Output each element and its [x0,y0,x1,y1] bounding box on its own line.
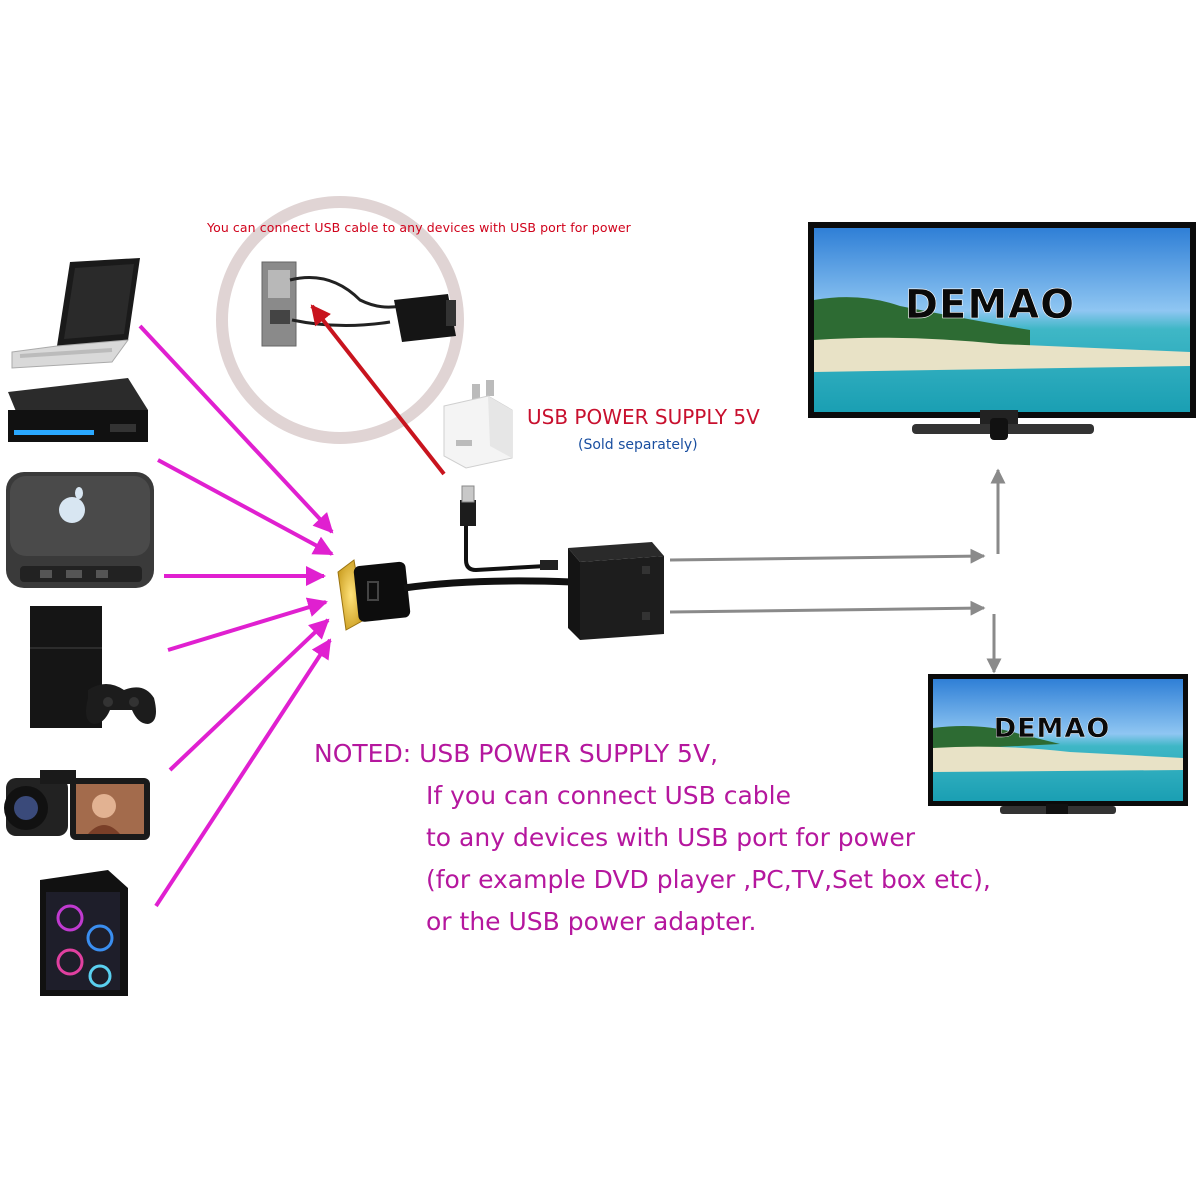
detail-magnifier [216,196,464,444]
output-arrow-top [669,548,986,564]
output-arrow-bottom [669,600,986,616]
gaming-pc-tower-icon [40,870,128,996]
hdmi-cable [403,577,573,592]
usb-power-tip: You can connect USB cable to any devices… [207,220,631,235]
arrow-pc [154,638,332,908]
arrow-dvd [157,458,334,556]
camcorder-icon [4,770,150,840]
arrow-camcorder [168,618,330,772]
note-line: NOTED: USB POWER SUPPLY 5V, [314,739,719,768]
dvd-player-icon [8,378,148,442]
converter-box [568,542,664,640]
usb-power-adapter-icon [443,380,513,469]
note-line: to any devices with USB port for power [426,823,916,852]
game-console-icon [30,606,156,728]
usb-cable [460,485,558,573]
hdmi-plug-icon [337,559,411,631]
power-supply-subtitle: (Sold separately) [578,437,698,453]
note-block: NOTED: USB POWER SUPPLY 5V, If you can c… [314,733,991,943]
apple-tv-box-icon [6,472,154,588]
tv-top [808,222,1196,440]
tv-top-brand: DEMAO [905,282,1075,328]
power-supply-title: USB POWER SUPPLY 5V [527,405,760,429]
output-arrows [669,468,1006,674]
arrow-console [167,597,328,652]
arrow-laptop [138,324,334,534]
source-arrows [138,324,334,908]
power-arrow [310,304,446,476]
tv-bottom [928,674,1188,814]
note-line: (for example DVD player ,PC,TV,Set box e… [426,865,991,894]
note-line: If you can connect USB cable [426,781,791,810]
tv-bottom-brand: DEMAO [994,713,1111,744]
laptop-icon [11,258,140,369]
note-line: or the USB power adapter. [426,907,757,936]
